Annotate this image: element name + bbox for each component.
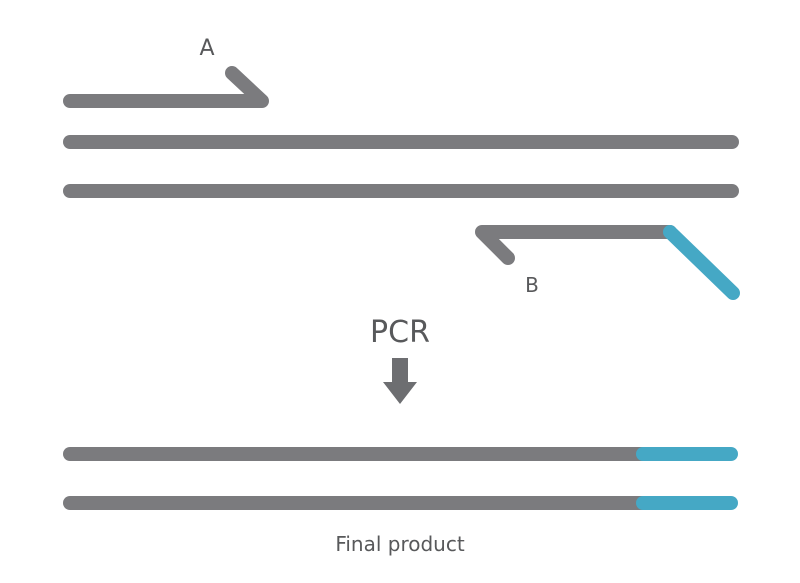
pcr-label: PCR <box>370 315 430 350</box>
primer-a-arrow <box>63 66 269 108</box>
primer-b-arrow <box>475 225 677 265</box>
final-product-label: Final product <box>335 532 465 556</box>
primer-b-tag <box>663 225 740 300</box>
down-arrow-icon <box>383 358 417 404</box>
primer-a: A <box>63 36 269 108</box>
primer-a-label: A <box>199 36 214 61</box>
primer-b-label: B <box>525 273 539 297</box>
primer-b: B <box>475 225 740 300</box>
